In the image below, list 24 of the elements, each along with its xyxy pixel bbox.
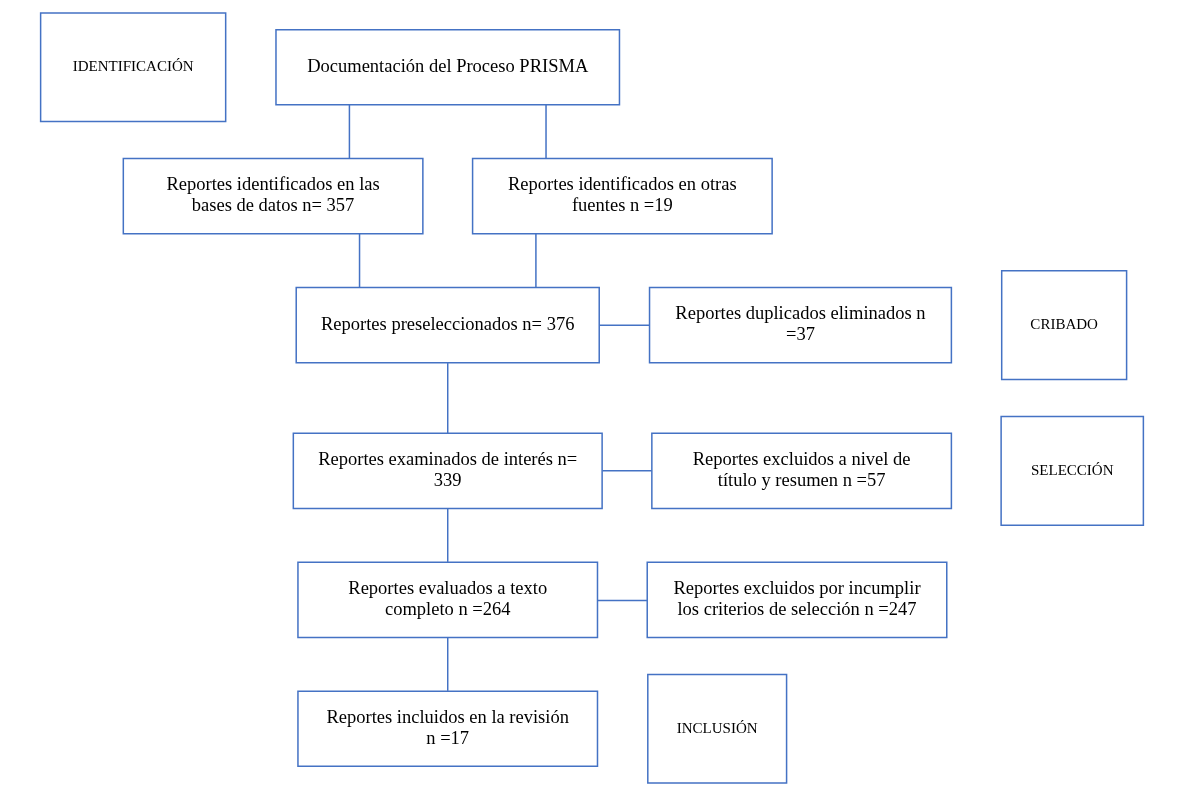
connector [601, 470, 653, 472]
connector [446, 636, 449, 692]
node-box: Reportes incluidos en la revisión n =17 [297, 690, 599, 768]
node-box: Reportes examinados de interés n= 339 [292, 432, 603, 510]
connector [446, 362, 449, 434]
connector [598, 324, 651, 326]
node-box: Reportes identificados en otras fuentes n =19 [471, 157, 773, 235]
node-box: CRIBADO [1000, 270, 1128, 381]
node-box: Reportes excluidos a nivel de título y resumen n =57 [651, 432, 953, 510]
connector [597, 599, 648, 602]
node-box: Reportes evaluados a texto completo n =264 [297, 561, 599, 639]
node-box: Documentación del Proceso PRISMA [275, 28, 621, 106]
connector [348, 104, 351, 160]
connector [358, 233, 361, 288]
connector [545, 104, 547, 160]
node-box: SELECCIÓN [1000, 415, 1145, 526]
node-box: Reportes duplicados eliminados n =37 [648, 286, 953, 364]
node-box: IDENTIFICACIÓN [39, 12, 227, 123]
node-box: Reportes excluidos por incumplir los criterios de selección n =247 [646, 561, 948, 639]
connector [535, 233, 537, 288]
node-box: INCLUSIÓN [647, 673, 788, 784]
node-box: Reportes preseleccionados n= 376 [295, 286, 600, 364]
connector [446, 507, 449, 563]
node-box: Reportes identificados en las bases de datos n= 357 [122, 157, 424, 235]
